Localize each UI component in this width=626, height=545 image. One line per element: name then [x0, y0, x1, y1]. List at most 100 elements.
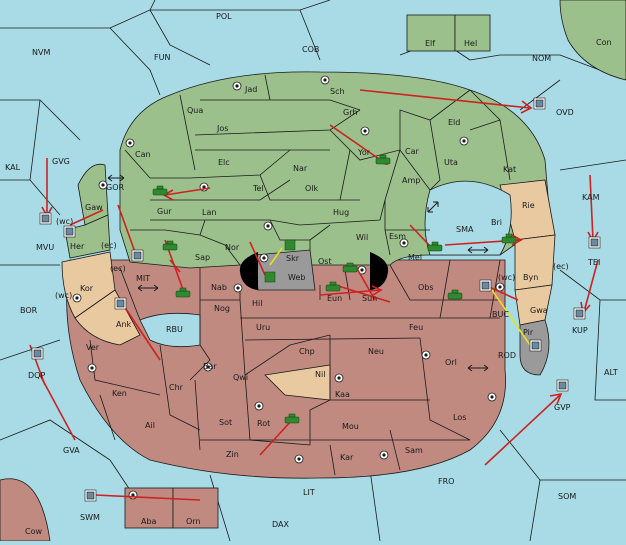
label-gvg: GVG [52, 157, 70, 166]
label-mou: Mou [342, 422, 359, 431]
label-gaw: Gaw [85, 203, 103, 212]
label-alt: ALT [604, 368, 618, 377]
label-esm: Esm [389, 232, 406, 241]
fleet-unit [39, 212, 52, 225]
continent-south [66, 259, 506, 479]
fleet-unit [533, 97, 546, 110]
label-pir: Pir [523, 328, 534, 337]
supply-center [98, 180, 108, 190]
label-qua: Qua [187, 106, 203, 115]
label-rod: ROD [498, 351, 516, 360]
label-her: Her [70, 242, 85, 251]
label-cob: COB [302, 45, 319, 54]
label-bor: BOR [20, 306, 38, 315]
label-nvm: NVM [32, 48, 50, 57]
label-aba: Aba [141, 517, 157, 526]
fleet-unit [573, 307, 586, 320]
label-fun: FUN [154, 53, 170, 62]
label-byn: Byn [523, 273, 538, 282]
region-gaw [77, 163, 109, 226]
label-car: Car [405, 147, 419, 156]
fleet-unit [31, 347, 44, 360]
supply-center [294, 454, 304, 464]
label-ec-tei: (ec) [553, 262, 569, 271]
fleet-unit [588, 236, 601, 249]
fleet-unit [479, 279, 492, 292]
supply-center [254, 401, 264, 411]
label-ec-mit: (ec) [110, 264, 126, 273]
supply-center [379, 450, 389, 460]
support-orders [269, 247, 531, 346]
label-neu: Neu [368, 347, 384, 356]
supply-center [72, 293, 82, 303]
label-buc: BUC [492, 310, 509, 319]
label-nog: Nog [214, 304, 230, 313]
canal-left [239, 252, 258, 290]
label-nil: Nil [315, 370, 325, 379]
supply-center [421, 350, 431, 360]
label-zin: Zin [226, 450, 239, 459]
army-unit [152, 185, 168, 196]
label-obs: Obs [418, 283, 434, 292]
label-som: SOM [558, 492, 576, 501]
label-sma: SMA [456, 225, 474, 234]
label-tei: TEI [587, 258, 600, 267]
label-nar: Nar [293, 164, 308, 173]
supply-center [203, 362, 213, 372]
label-bri: Bri [491, 218, 502, 227]
label-gwa: Gwa [530, 306, 548, 315]
region-sma [424, 180, 512, 256]
label-ail: Ail [145, 421, 155, 430]
label-kup: KUP [572, 326, 588, 335]
label-olk: Olk [305, 184, 319, 193]
label-gor: GOR [106, 183, 124, 192]
label-pol: POL [216, 12, 232, 21]
region-gwa [514, 284, 553, 326]
fleet-unit [131, 249, 144, 262]
label-elc: Elc [218, 158, 230, 167]
fleet-unit [114, 297, 127, 310]
label-jad: Jad [244, 85, 257, 94]
region-orn [172, 487, 219, 529]
label-uru: Uru [256, 323, 270, 332]
label-swm: SWM [80, 513, 100, 522]
label-hug: Hug [333, 208, 349, 217]
coast-arrows [107, 174, 489, 372]
label-bar: Bar [203, 362, 217, 371]
supply-center [233, 283, 243, 293]
label-sch: Sch [330, 87, 345, 96]
label-eun: Eun [327, 294, 342, 303]
label-kal: KAL [5, 163, 21, 172]
label-mvu: MVU [36, 243, 54, 252]
fleets [31, 97, 601, 502]
label-fro: FRO [438, 477, 454, 486]
supply-centers [72, 75, 505, 500]
region-her [64, 214, 111, 259]
label-ost: Ost [318, 257, 332, 266]
label-mel: Mel [408, 253, 422, 262]
label-sun: Sun [362, 294, 377, 303]
label-gur: Gur [157, 207, 172, 216]
label-ken: Ken [112, 389, 127, 398]
label-hel: Hel [464, 39, 477, 48]
label-mit: MIT [136, 274, 150, 283]
label-lit: LIT [303, 488, 315, 497]
supply-center [487, 392, 497, 402]
supply-center [259, 253, 269, 263]
region-elf [406, 14, 456, 52]
label-wc-kor: (wc) [55, 291, 72, 300]
army-unit [342, 262, 358, 273]
region-hel [454, 14, 491, 52]
label-wc-buc: (wc) [498, 273, 515, 282]
label-nor: Nor [225, 243, 240, 252]
army-unit [175, 287, 191, 298]
army-unit [162, 240, 178, 251]
region-aba [124, 487, 174, 529]
label-amp: Amp [402, 176, 420, 185]
army-unit [501, 233, 517, 244]
supply-center [399, 238, 409, 248]
region-con [559, 0, 626, 81]
label-ec-her: (ec) [101, 241, 117, 250]
label-nom: NOM [532, 54, 551, 63]
